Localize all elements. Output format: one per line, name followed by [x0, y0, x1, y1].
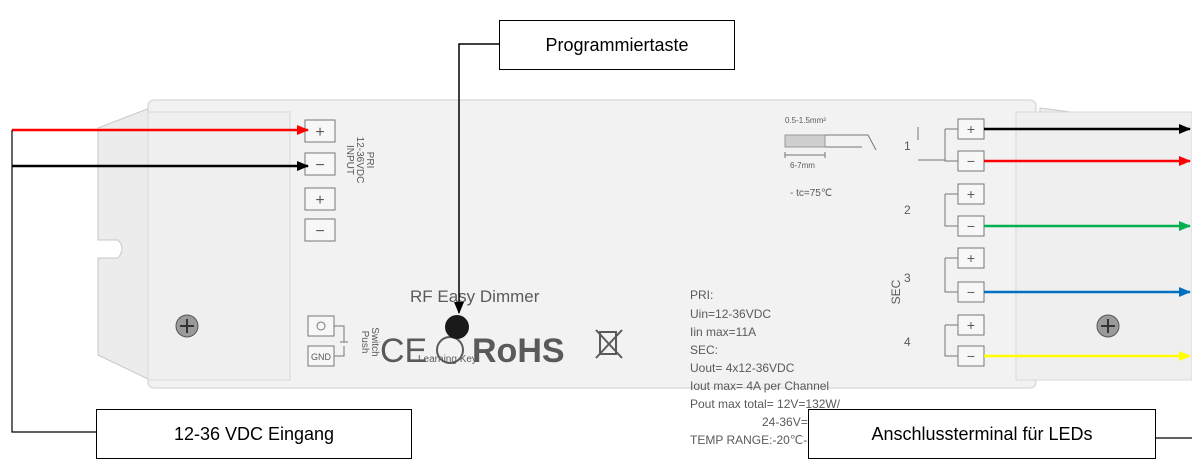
spec-line: PRI: — [690, 288, 713, 302]
product-name: RF Easy Dimmer — [410, 287, 540, 306]
spec-line: Uin=12-36VDC — [690, 307, 771, 321]
spec-text-block: PRI: Uin=12-36VDC Iin max=11A SEC: Uout=… — [690, 288, 841, 447]
dimmer-housing — [97, 99, 1192, 389]
spec-line: Uout= 4x12-36VDC — [690, 361, 795, 375]
input-plus-terminal-2 — [304, 187, 336, 211]
input-plus-label: + — [315, 124, 324, 141]
certification-mark-icon — [436, 336, 464, 364]
ch4-plus-label: + — [967, 317, 975, 333]
left-mounting-bracket — [97, 107, 151, 381]
spec-line: TEMP RANGE:-20℃-+50℃ — [690, 433, 841, 447]
ch1-minus-label: − — [967, 153, 975, 169]
input-minus-label-2: − — [315, 223, 324, 240]
spec-line: Iin max=11A — [690, 325, 756, 339]
input-minus-terminal-2 — [304, 218, 336, 242]
right-screw — [1096, 314, 1120, 338]
right-end-cap — [1015, 111, 1192, 381]
programming-button-callout: Programmiertaste — [499, 20, 735, 70]
input-label: INPUT — [344, 145, 355, 175]
channel-4-label: 4 — [904, 335, 911, 349]
channel-1-label: 1 — [904, 139, 911, 153]
gnd-label: GND — [311, 352, 332, 362]
rohs-mark: RoHS — [472, 332, 565, 370]
tc-label: - tc=75℃ — [790, 188, 832, 199]
weee-bin-icon — [595, 329, 623, 359]
input-minus-label: − — [315, 157, 324, 174]
left-screw — [175, 314, 199, 338]
spec-line: SEC: — [690, 343, 718, 357]
learning-key-button[interactable] — [445, 315, 469, 339]
channel-2-label: 2 — [904, 203, 911, 217]
input-callout-leader — [11, 130, 96, 433]
ch3-minus-label: − — [967, 284, 975, 300]
strip-length-label: 6-7mm — [790, 161, 815, 170]
channel-3-label: 3 — [904, 271, 911, 285]
ch1-plus-label: + — [967, 121, 975, 137]
ch2-plus-label: + — [967, 186, 975, 202]
input-voltage-label: 12-36VDC — [354, 137, 365, 184]
left-end-cap — [147, 111, 291, 381]
ch2-minus-label: − — [967, 218, 975, 234]
sec-label: SEC — [889, 279, 903, 304]
ch3-plus-label: + — [967, 250, 975, 266]
push-switch-label: Push — [359, 331, 370, 354]
spec-line: Pout max total= 12V=132W/ — [690, 397, 841, 411]
push-switch-terminal: GND Push Switch — [307, 315, 380, 367]
programming-button-leader — [454, 43, 500, 314]
push-switch-label-2: Switch — [369, 327, 380, 356]
input-callout: 12-36 VDC Eingang — [96, 409, 412, 459]
spec-line: Iout max= 4A per Channel — [690, 379, 829, 393]
learning-key-label: Learning Key — [418, 354, 477, 365]
ch4-minus-label: − — [967, 348, 975, 364]
wire-strip-diagram: 0.5-1.5mm² 6-7mm - tc=75℃ — [784, 116, 877, 199]
output-terminal-block: SEC 1 + − 2 + − 3 + − 4 + − — [889, 118, 985, 367]
input-terminal-block: + − + − INPUT 12-36VDC PRI — [304, 119, 375, 242]
led-terminal-callout: Anschlussterminal für LEDs — [808, 409, 1156, 459]
input-pri-label: PRI — [364, 152, 375, 169]
ce-mark: CE — [380, 332, 427, 370]
input-plus-label-2: + — [315, 192, 324, 209]
wire-size-label: 0.5-1.5mm² — [785, 116, 826, 125]
